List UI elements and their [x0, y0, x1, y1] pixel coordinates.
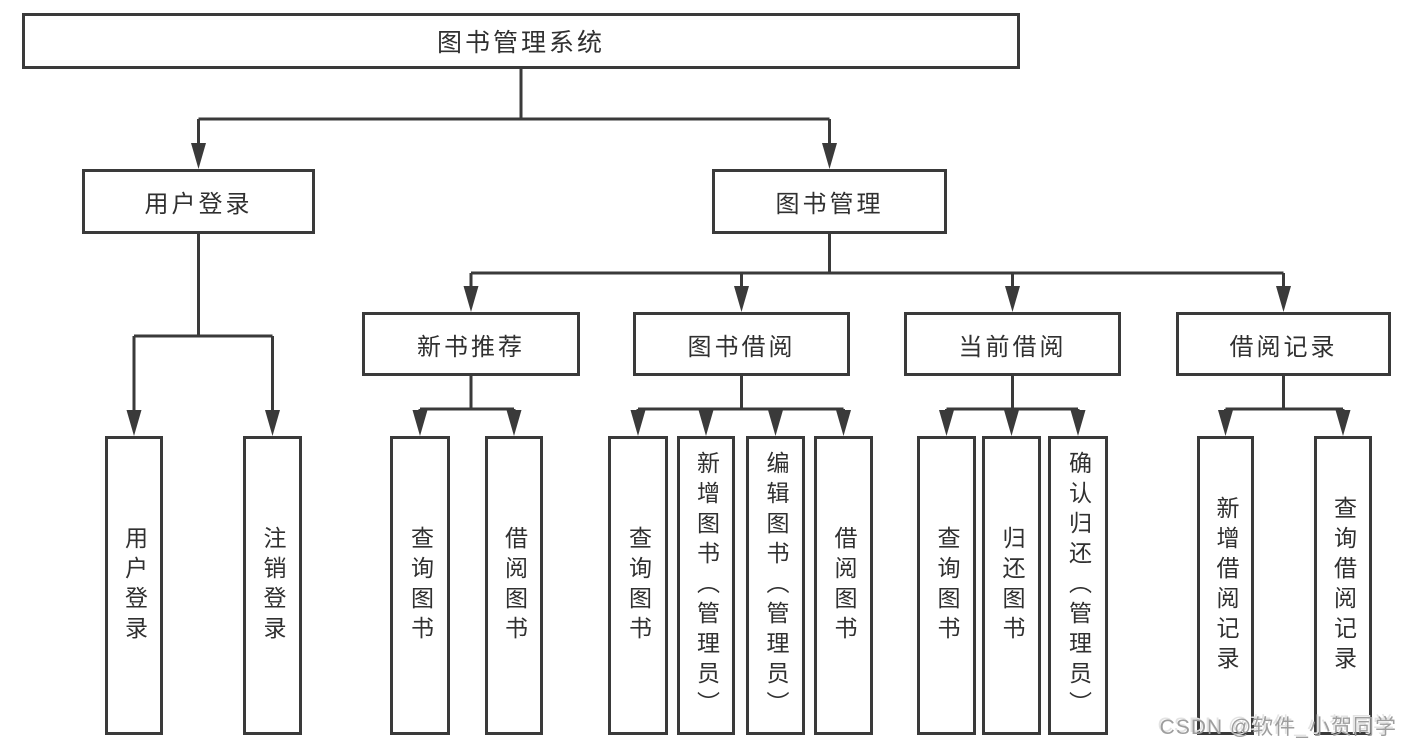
node-book-borrow: 图书借阅: [633, 312, 850, 376]
leaf-add-borrow-record-label: 新增借阅记录: [1213, 495, 1239, 676]
leaf-add-borrow-record: 新增借阅记录: [1197, 436, 1254, 735]
node-root-system: 图书管理系统: [22, 13, 1020, 69]
arrowhead-icon: [836, 410, 851, 436]
arrowhead-icon: [698, 410, 714, 436]
node-book-management: 图书管理: [712, 169, 947, 234]
arrowhead-icon: [734, 286, 749, 312]
leaf-logout-label: 注销登录: [260, 525, 286, 646]
edge-lines: [132, 234, 274, 418]
edge-lines: [636, 376, 845, 418]
edge-lines: [418, 376, 516, 418]
leaf-return-books-label: 归还图书: [999, 525, 1025, 646]
leaf-add-books-admin-label: 新增图书（管理员）: [693, 450, 720, 721]
arrowhead-icon: [126, 410, 142, 436]
leaf-borrow-books-recommend-label: 借阅图书: [501, 525, 528, 646]
node-current-borrow: 当前借阅: [904, 312, 1121, 376]
leaf-query-borrow-record-label: 查询借阅记录: [1330, 495, 1357, 676]
leaf-add-books-admin: 新增图书（管理员）: [677, 436, 735, 735]
node-borrow-records: 借阅记录: [1176, 312, 1391, 376]
node-user-login: 用户登录: [82, 169, 315, 234]
csdn-watermark: CSDN @软件_小贺同学: [1159, 716, 1397, 739]
arrowhead-icon: [463, 286, 479, 312]
leaf-query-books-recommend-label: 查询图书: [407, 525, 434, 646]
node-new-book-recommend: 新书推荐: [362, 312, 580, 376]
leaf-logout: 注销登录: [243, 436, 302, 735]
arrowhead-icon: [768, 410, 783, 436]
leaf-query-books-current: 查询图书: [917, 436, 976, 735]
arrowhead-icon: [412, 410, 428, 436]
arrowhead-icon: [1218, 410, 1233, 436]
edge-lines: [1224, 376, 1345, 418]
arrowhead-icon: [1005, 286, 1020, 312]
leaf-user-login-label: 用户登录: [121, 525, 148, 646]
arrowhead-icon: [822, 143, 837, 169]
leaf-confirm-return-admin: 确认归还（管理员）: [1048, 436, 1108, 735]
leaf-borrow-books: 借阅图书: [814, 436, 873, 735]
arrowhead-icon: [939, 410, 954, 436]
arrowhead-icon: [1004, 410, 1019, 436]
leaf-edit-books-admin: 编辑图书（管理员）: [746, 436, 805, 735]
leaf-edit-books-admin-label: 编辑图书（管理员）: [763, 450, 789, 721]
leaf-query-books-recommend: 查询图书: [390, 436, 450, 735]
arrowhead-icon: [506, 410, 522, 436]
leaf-query-borrow-record: 查询借阅记录: [1314, 436, 1372, 735]
leaf-user-login: 用户登录: [105, 436, 163, 735]
leaf-query-books-borrow: 查询图书: [608, 436, 668, 735]
leaf-query-books-borrow-label: 查询图书: [625, 525, 652, 646]
edge-lines: [469, 234, 1285, 294]
leaf-return-books: 归还图书: [982, 436, 1041, 735]
edge-lines: [197, 69, 831, 151]
leaf-confirm-return-admin-label: 确认归还（管理员）: [1065, 450, 1092, 721]
arrowhead-icon: [630, 410, 646, 436]
arrowhead-icon: [191, 143, 206, 169]
leaf-borrow-books-recommend: 借阅图书: [485, 436, 543, 735]
leaf-borrow-books-label: 借阅图书: [831, 525, 857, 646]
arrowhead-icon: [1335, 410, 1351, 436]
arrowhead-icon: [1070, 410, 1086, 436]
arrowhead-icon: [265, 410, 280, 436]
arrowhead-icon: [1276, 286, 1291, 312]
leaf-query-books-current-label: 查询图书: [934, 525, 960, 646]
